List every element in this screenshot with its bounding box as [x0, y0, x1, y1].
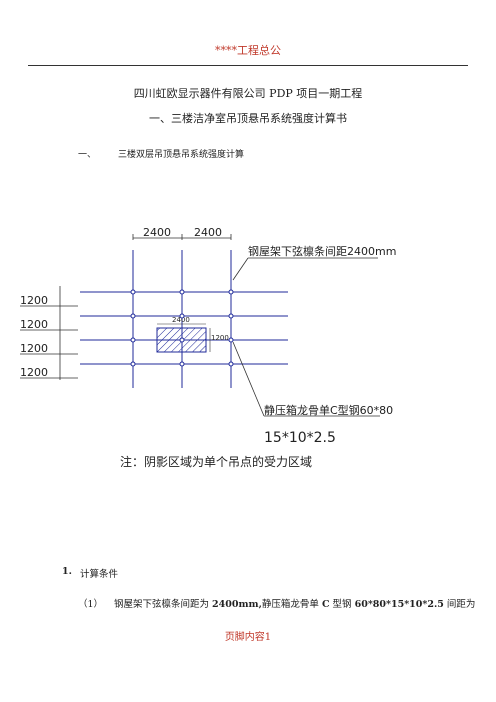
- top-dimension: [132, 234, 232, 240]
- drawing-note: 注：阴影区域为单个吊点的受力区域: [120, 454, 312, 469]
- dim-top-1: 2400: [143, 226, 171, 239]
- para-b3: 60*80*15*10*2.5: [354, 599, 444, 610]
- page-header: ****工程总公: [215, 44, 281, 57]
- inner-dim-height: 1200: [211, 334, 229, 342]
- hanger-points: [130, 289, 234, 367]
- para-t4: 间距为: [446, 599, 476, 610]
- paragraph-text: 钢屋架下弦檩条间距为 2400mm,静压箱龙骨单 C 型钢 60*80*15*1…: [114, 596, 475, 610]
- conditions-number: 1.: [62, 566, 72, 577]
- keel-leader: [232, 341, 380, 417]
- conditions-title: 计算条件: [80, 569, 119, 580]
- para-b1: 2400mm,: [212, 599, 262, 610]
- label-keel-1: 静压箱龙骨单C型钢60*80: [264, 403, 393, 417]
- para-t3: 型钢: [332, 599, 352, 610]
- label-purlin: 钢屋架下弦檩条间距2400mm: [248, 244, 396, 258]
- section-number: 一、: [78, 150, 97, 160]
- dim-left-4: 1200: [20, 366, 48, 379]
- inner-dim-width: 2400: [172, 316, 190, 324]
- purlin-leader: [232, 257, 378, 281]
- label-keel-2: 15*10*2.5: [264, 430, 336, 446]
- para-t2: 静压箱龙骨单: [261, 599, 319, 610]
- left-dimension: [20, 286, 78, 380]
- para-t1: 钢屋架下弦檩条间距为: [114, 599, 210, 610]
- document-title: 一、三楼洁净室吊顶悬吊系统强度计算书: [149, 112, 347, 125]
- dim-left-1: 1200: [20, 294, 48, 307]
- dim-left-3: 1200: [20, 342, 48, 355]
- header-divider: [28, 65, 468, 66]
- para-b2: C: [321, 599, 330, 610]
- dim-top-2: 2400: [194, 226, 222, 239]
- inner-dimension: [157, 323, 211, 352]
- dim-left-2: 1200: [20, 318, 48, 331]
- section-title: 三楼双层吊顶悬吊系统强度计算: [118, 150, 245, 160]
- project-title: 四川虹欧显示器件有限公司 PDP 项目一期工程: [133, 87, 363, 100]
- suspension-grid-drawing: 2400 2400 1200 1200 1200 1200 2400 1200: [20, 226, 396, 469]
- paragraph-number: （1）: [78, 599, 104, 610]
- page-footer: 页脚内容1: [224, 632, 272, 643]
